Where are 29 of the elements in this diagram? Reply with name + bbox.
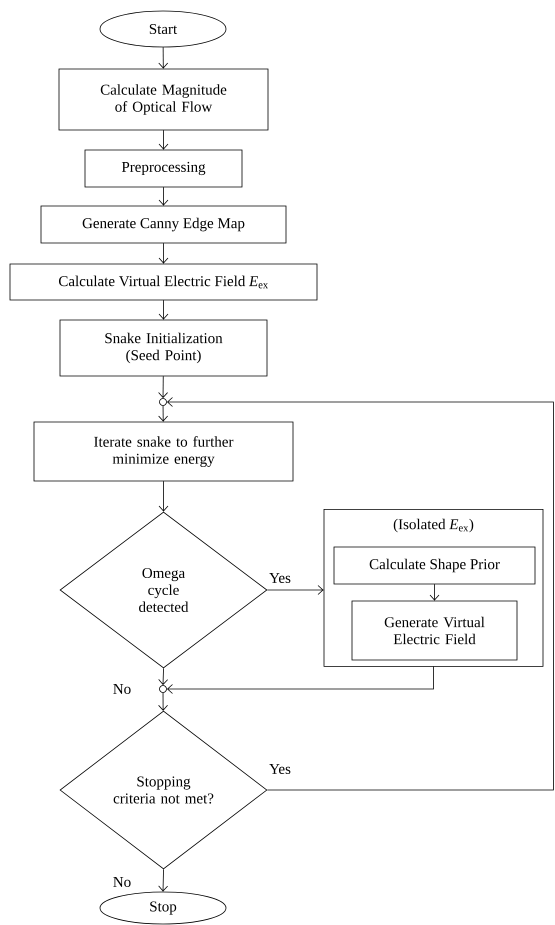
arrow bbox=[158, 668, 168, 686]
process-box: Generate Canny Edge Map bbox=[40, 206, 286, 244]
edge-label: No bbox=[112, 876, 132, 888]
arrow bbox=[158, 406, 168, 422]
arrow bbox=[158, 47, 168, 69]
arrow bbox=[158, 692, 168, 711]
process-box: Snake Initialization (Seed Point) bbox=[60, 320, 268, 376]
junction-circle bbox=[159, 398, 167, 406]
arrow bbox=[158, 869, 168, 892]
arrow bbox=[166, 666, 434, 694]
edge-label: Yes bbox=[268, 763, 292, 775]
edge-label: No bbox=[112, 683, 132, 695]
arrow bbox=[158, 243, 168, 264]
process-box: Iterate snake to further minimize energy bbox=[34, 422, 294, 482]
junction-circle bbox=[159, 685, 167, 693]
process-box: Calculate Shape Prior bbox=[334, 546, 536, 584]
arrow bbox=[430, 584, 440, 601]
process-box: Generate Virtual Electric Field bbox=[352, 600, 518, 660]
edge-label: Yes bbox=[268, 572, 292, 584]
process-box: Calculate Magnitude of Optical Flow bbox=[58, 68, 268, 130]
arrow bbox=[158, 481, 168, 512]
process-box: Calculate Virtual Electric Field E$_{ex}$ bbox=[10, 264, 318, 300]
arrow bbox=[158, 376, 168, 398]
arrow bbox=[158, 187, 168, 206]
arrow bbox=[158, 130, 168, 150]
arrow bbox=[267, 585, 324, 595]
arrow bbox=[166, 397, 554, 790]
arrow bbox=[158, 300, 168, 320]
process-box: Preprocessing bbox=[84, 150, 242, 188]
